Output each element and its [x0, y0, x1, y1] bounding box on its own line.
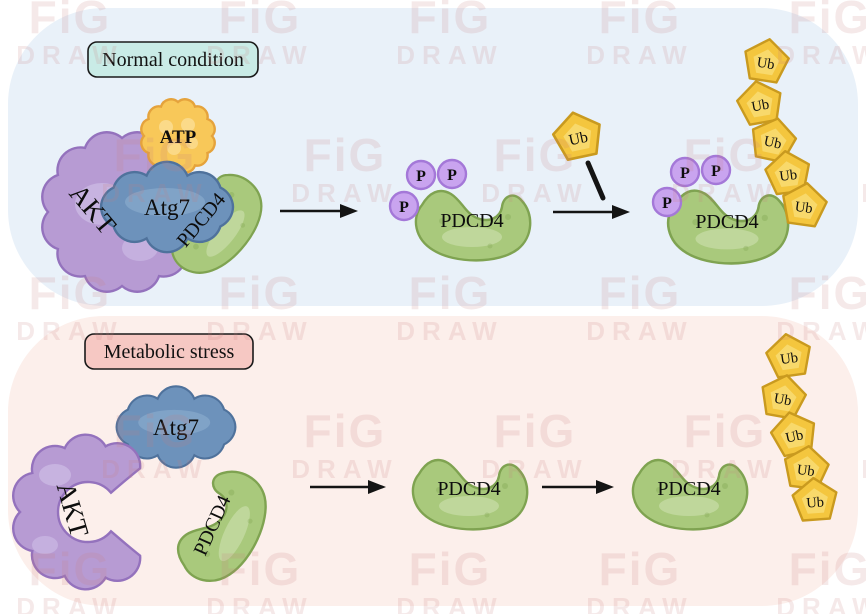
highlight — [32, 536, 58, 554]
ubiquitinated-pdcd4: PDCD4 — [651, 34, 831, 265]
reaction-arrow-1 — [280, 204, 358, 218]
phosphate — [651, 186, 683, 218]
atg7-label: Atg7 — [144, 195, 190, 220]
non-ubiquitinated-pdcd4: PDCD4 — [631, 329, 840, 531]
label-box-stress — [84, 333, 254, 370]
reaction-arrow-4 — [542, 480, 614, 494]
phosphate — [388, 190, 420, 222]
free-ubiquitin — [548, 106, 607, 201]
atp-label: ATP — [160, 127, 197, 148]
reaction-arrow-3 — [310, 480, 386, 494]
stable-pdcd4: PDCD4 — [411, 458, 529, 531]
normal-condition-title: Normal condition — [102, 49, 244, 71]
atg7-label: Atg7 — [153, 415, 199, 440]
highlight — [39, 464, 71, 486]
ubiquitin-tail — [585, 160, 606, 201]
akt-atg7-pdcd4-complex: AKT ATP PDCD4 Atg7 — [41, 98, 279, 293]
label-normal-condition: Normal condition — [87, 41, 259, 78]
arrow-head — [596, 480, 614, 494]
label-metabolic-stress: Metabolic stress — [84, 333, 254, 370]
pdcd4-label: PDCD4 — [440, 210, 503, 232]
phosphate — [436, 158, 468, 190]
dissociated-complex: Atg7 AKT PDCD4 — [12, 385, 282, 596]
arrow-head — [368, 480, 386, 494]
label-box-normal — [87, 41, 259, 78]
arrow-head — [340, 204, 358, 218]
metabolic-stress-title: Metabolic stress — [104, 341, 235, 363]
phosphorylated-pdcd4: PDCD4 — [388, 158, 532, 262]
pdcd4-label: PDCD4 — [695, 211, 758, 233]
pdcd4-label: PDCD4 — [657, 478, 720, 500]
scene-metabolic-stress: Atg7 AKT PDCD4 PDCD4 — [12, 329, 840, 596]
phosphate — [405, 159, 437, 191]
pdcd4-label: PDCD4 — [437, 478, 500, 500]
phosphate — [669, 156, 701, 188]
phosphate — [700, 154, 732, 186]
reaction-arrow-2 — [553, 205, 630, 219]
scene-normal-condition: AKT ATP PDCD4 Atg7 PDCD4 — [41, 34, 831, 293]
arrow-head — [612, 205, 630, 219]
